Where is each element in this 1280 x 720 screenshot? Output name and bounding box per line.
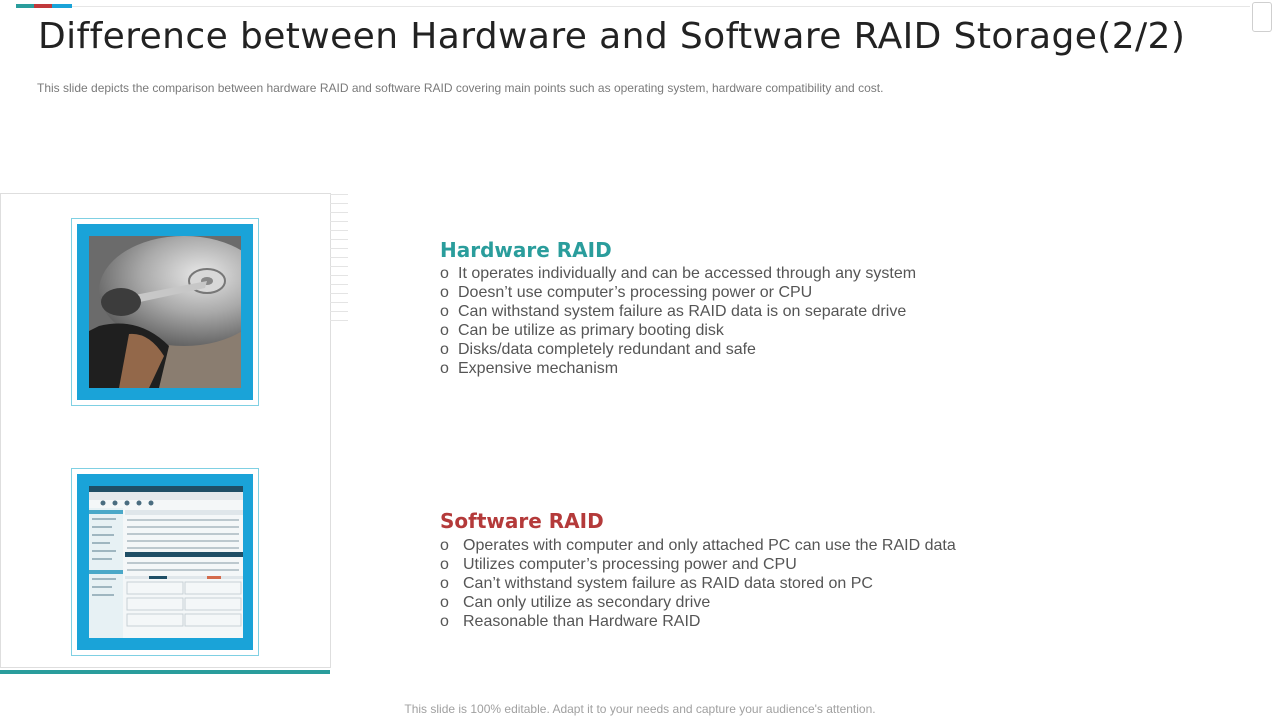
- bullet-icon: o: [440, 265, 449, 282]
- hardware-image-frame: [71, 218, 259, 406]
- top-accent-bar: [16, 4, 72, 8]
- top-accent-red: [34, 4, 52, 8]
- bullet-icon: o: [440, 360, 449, 377]
- top-accent-teal: [16, 4, 34, 8]
- page-title: Difference between Hardware and Software…: [38, 16, 1186, 57]
- bullet-icon: o: [440, 594, 449, 611]
- hard-drive-photo-icon: [77, 224, 253, 400]
- bullet-icon: o: [440, 284, 449, 301]
- software-raid-heading: Software RAID: [440, 509, 604, 533]
- top-divider: [72, 6, 1250, 7]
- panel-accent-line: [0, 670, 330, 674]
- software-window-screenshot-icon: [77, 474, 253, 650]
- hardware-raid-heading: Hardware RAID: [440, 238, 612, 262]
- software-image-frame: [71, 468, 259, 656]
- bullet-icon: o: [440, 537, 449, 554]
- bullet-icon: o: [440, 556, 449, 573]
- page-subtitle: This slide depicts the comparison betwee…: [37, 81, 884, 95]
- decorative-lines: [330, 194, 348, 334]
- corner-frame: [1252, 2, 1272, 32]
- bullet-icon: o: [440, 303, 449, 320]
- bullet-icon: o: [440, 613, 449, 630]
- bullet-icon: o: [440, 322, 449, 339]
- bullet-icon: o: [440, 341, 449, 358]
- top-accent-blue: [52, 4, 72, 8]
- footer-note: This slide is 100% editable. Adapt it to…: [404, 702, 876, 716]
- bullet-icon: o: [440, 575, 449, 592]
